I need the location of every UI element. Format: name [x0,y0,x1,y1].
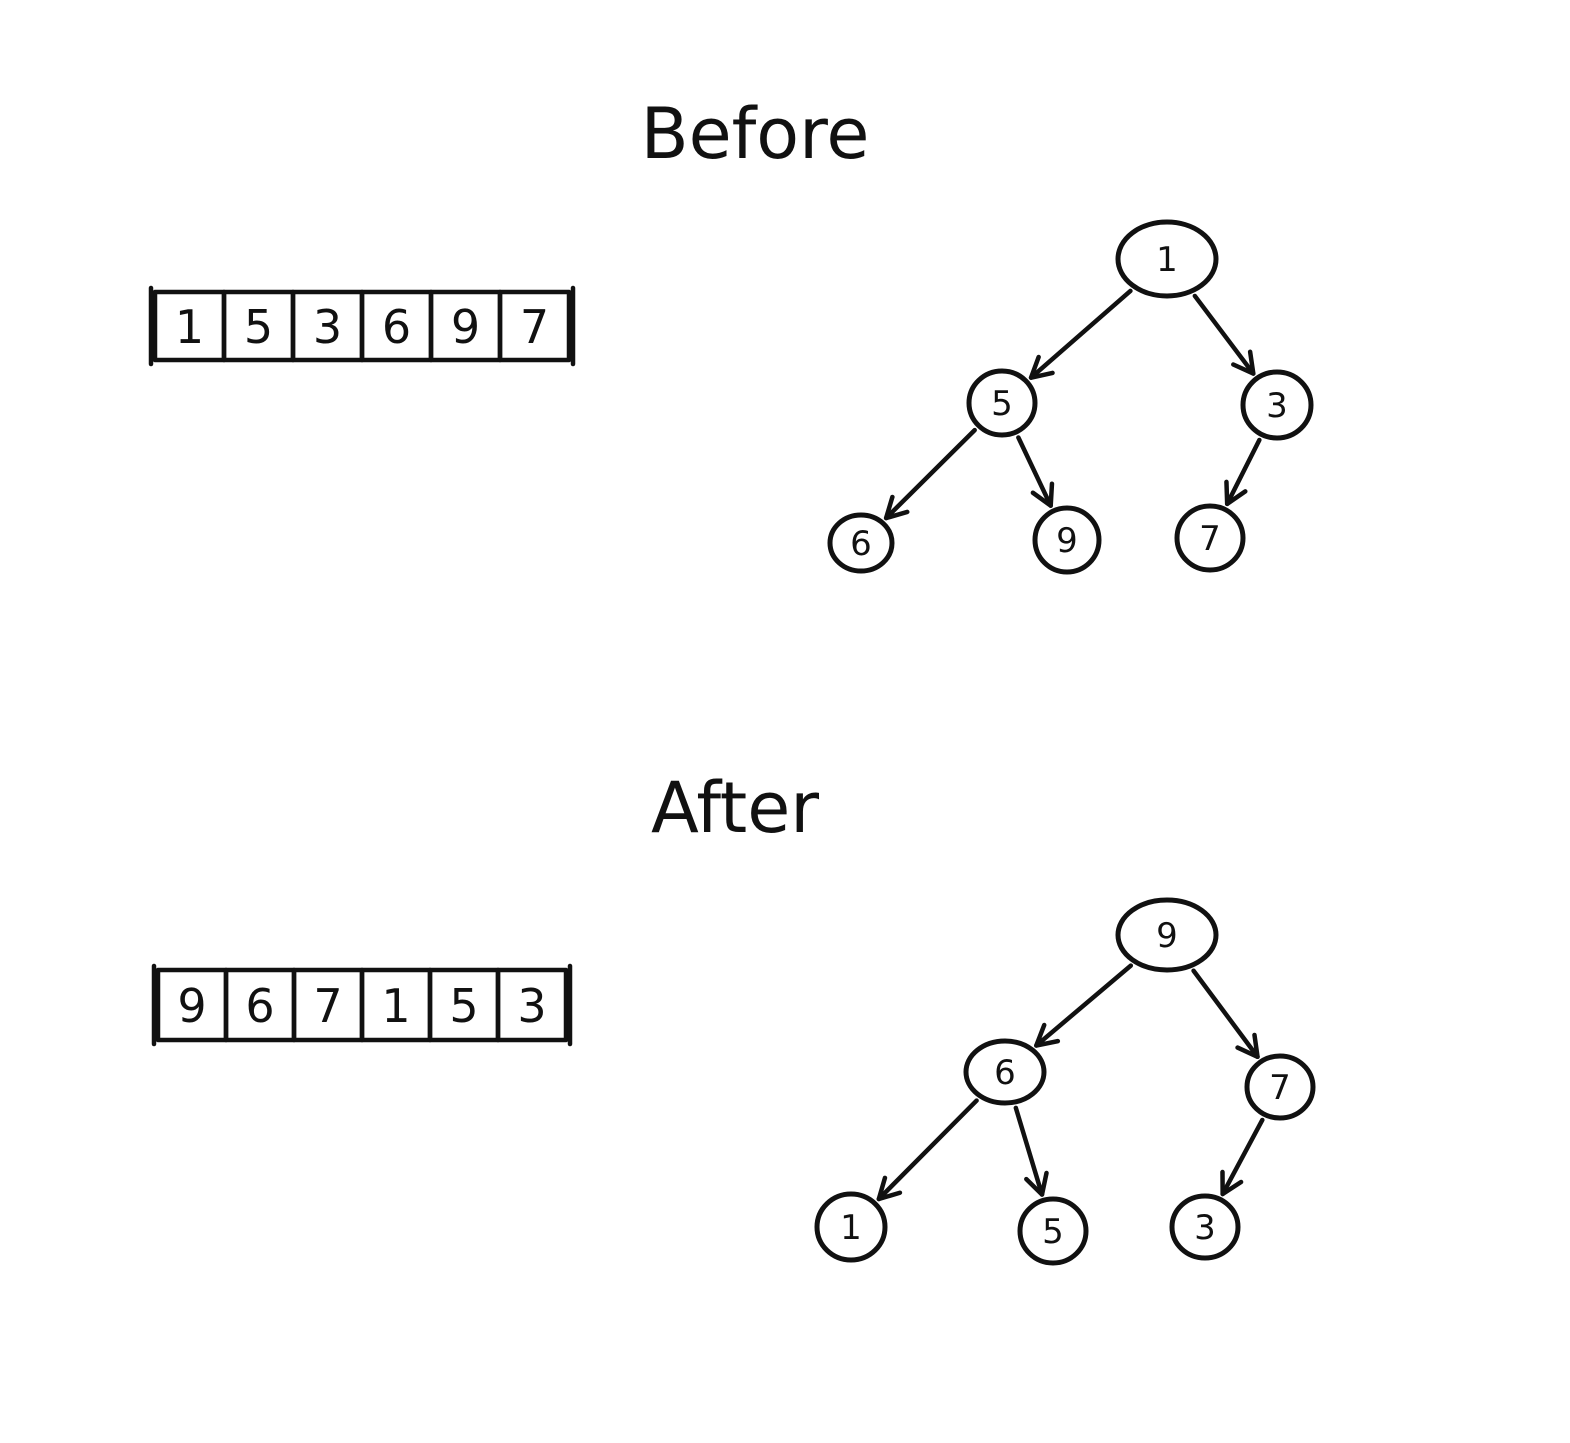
arrow-head [1034,1022,1061,1048]
tree-node-circle [963,1038,1047,1106]
tree-node: 6 [827,512,895,574]
tree-node-circle [1115,897,1219,973]
tree-node-label: 6 [850,524,872,564]
arrow-head [1024,1170,1049,1197]
tree-node-circle [1240,369,1314,441]
tree-node-circle [1032,505,1102,575]
tree-node: 7 [1244,1053,1316,1121]
tree-edge-arrow [1224,437,1262,507]
tree-edge-arrow [1192,293,1256,376]
array-cell-box [495,967,569,1043]
before-array-cell: 1 [152,289,227,363]
tree-edge-arrow [883,427,977,521]
tree-node: 5 [966,368,1038,438]
tree-edge-arrow [1191,968,1260,1060]
tree-node: 1 [814,1191,888,1263]
array-cell-value: 7 [520,300,549,354]
tree-edge-arrow [1028,288,1133,380]
tree-node: 3 [1240,369,1314,441]
tree-node-label: 5 [1042,1212,1064,1252]
tree-node-label: 5 [991,384,1013,424]
tree-node-label: 9 [1056,521,1078,561]
after-array-cell: 7 [291,967,365,1043]
tree-node-label: 3 [1194,1208,1216,1248]
array-cell-value: 3 [517,979,546,1033]
arrow-head [1220,1169,1244,1197]
after-array-cell: 1 [359,967,433,1043]
tree-node-circle [814,1191,888,1263]
tree-node-circle [1017,1196,1089,1266]
tree-edge-arrow [1034,963,1134,1048]
tree-node: 9 [1115,897,1219,973]
after-array-cell: 6 [223,967,297,1043]
array-cell-value: 9 [451,300,480,354]
array-cell-value: 6 [245,979,274,1033]
arrow-head [1224,479,1248,507]
tree-node: 3 [1169,1193,1241,1261]
tree-node-circle [1115,219,1219,299]
tree-node-label: 3 [1266,386,1288,426]
tree-node-label: 1 [1156,240,1178,280]
tree-node: 1 [1115,219,1219,299]
after-title: After [651,767,819,849]
array-cell-value: 9 [177,979,206,1033]
after-array-cell: 3 [495,967,569,1043]
tree-node-label: 9 [1156,916,1178,956]
array-cell-value: 5 [244,300,273,354]
tree-node-label: 7 [1199,519,1221,559]
array-cell-value: 6 [382,300,411,354]
tree-node: 7 [1174,503,1246,573]
tree-node-circle [827,512,895,574]
array-cell-value: 5 [449,979,478,1033]
before-array-cell: 3 [290,289,365,363]
tree-node-circle [966,368,1038,438]
array-cell-value: 3 [313,300,342,354]
array-cell-value: 1 [175,300,204,354]
before-array-cell: 7 [497,289,572,363]
tree-node: 6 [963,1038,1047,1106]
arrow-head [1030,481,1055,508]
tree-node: 9 [1032,505,1102,575]
tree-node-label: 7 [1269,1068,1291,1108]
before-array-cell: 9 [428,289,503,363]
array-cell-value: 1 [381,979,410,1033]
tree-edge-arrow [1016,435,1055,508]
after-array-cell: 5 [427,967,501,1043]
arrow-head [1231,349,1256,376]
arrow-head [1028,354,1055,380]
array-cell-box [497,289,572,363]
before-array-cell: 5 [221,289,296,363]
tree-edge-arrow [876,1098,979,1202]
arrow-head [1235,1032,1260,1060]
array-cell-value: 7 [313,979,342,1033]
after-array-cell: 9 [155,967,229,1043]
before-tree: 1 5 3 6 9 7 [827,219,1314,575]
tree-node-label: 6 [994,1053,1016,1093]
tree-node-circle [1174,503,1246,573]
tree-node-label: 1 [840,1208,862,1248]
before-array-cell: 6 [359,289,434,363]
tree-node-circle [1244,1053,1316,1121]
tree-edge-arrow [1013,1105,1049,1197]
before-title: Before [641,93,870,175]
tree-node-circle [1169,1193,1241,1261]
after-tree: 9 6 7 1 5 3 [814,897,1316,1266]
arrow-head [876,1175,903,1202]
tree-node: 5 [1017,1196,1089,1266]
tree-edge-arrow [1220,1117,1265,1197]
arrow-head [883,494,910,521]
